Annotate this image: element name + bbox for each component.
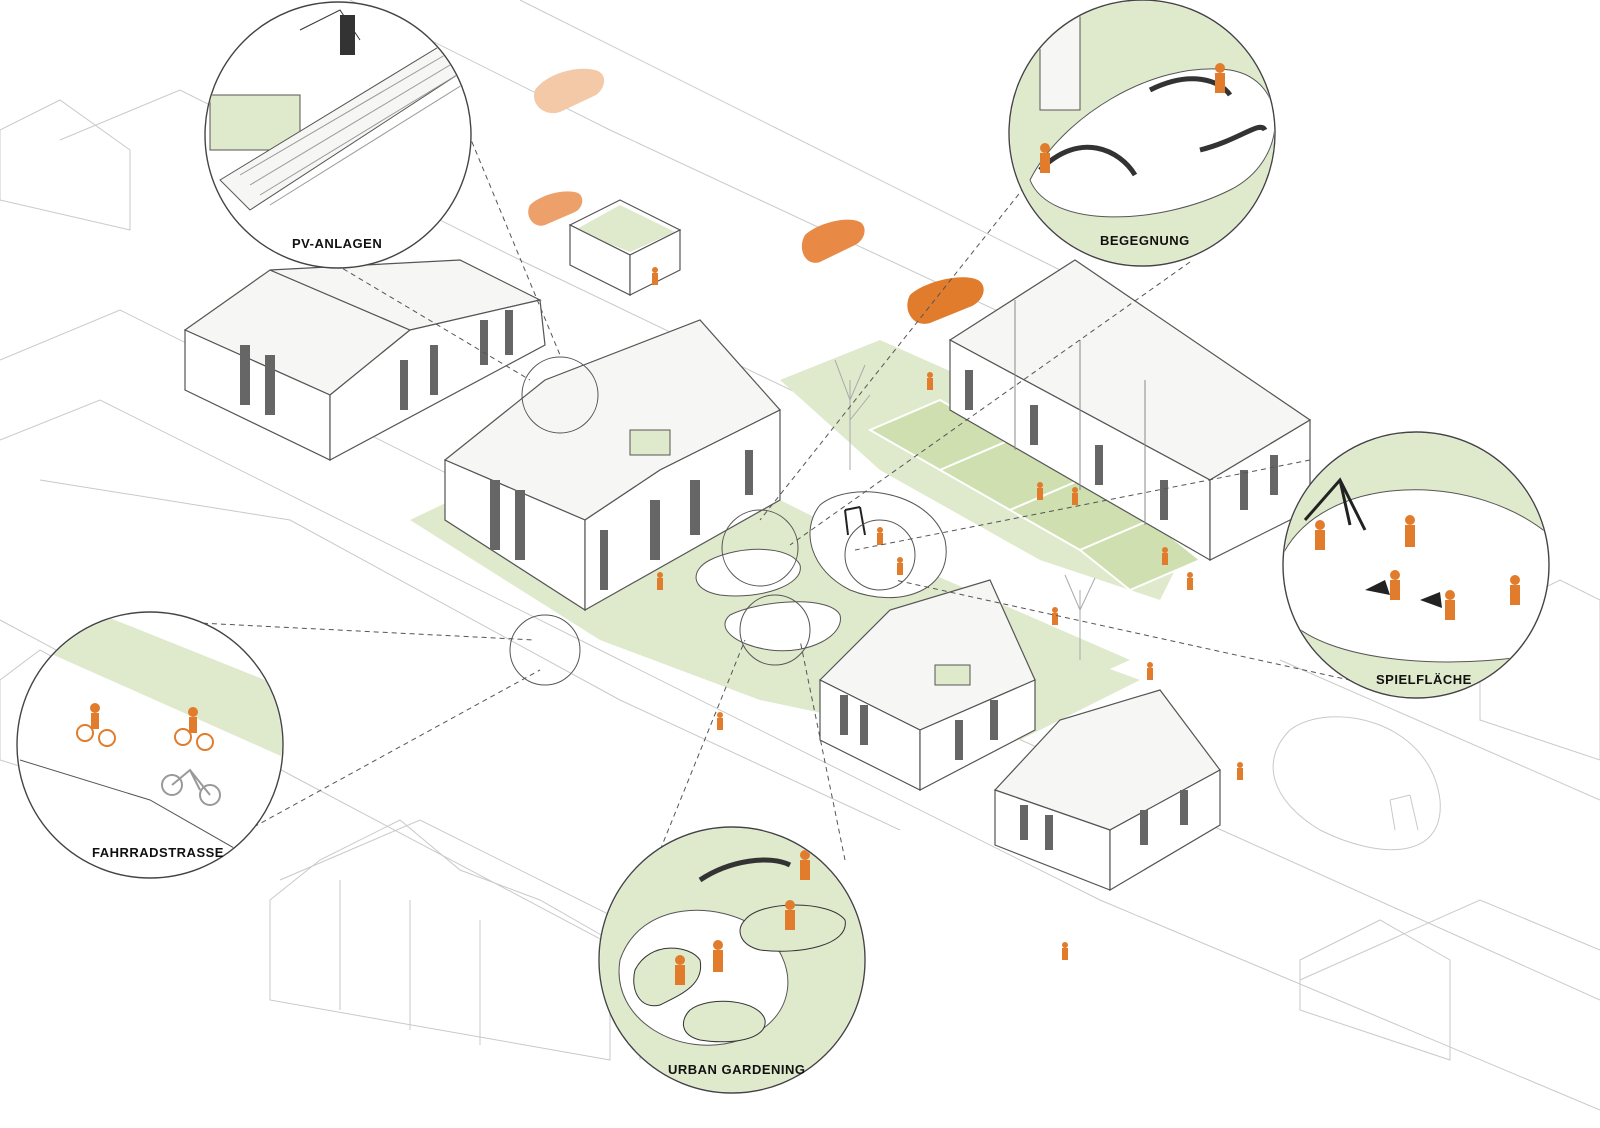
car-icon [907,277,984,324]
callout-begegnung-lens [1008,0,1276,267]
callout-label-pv: PV-ANLAGEN [292,236,383,251]
callout-label-garden: URBAN GARDENING [668,1062,806,1077]
people [652,267,1243,960]
callout-spiel-lens [1282,431,1550,699]
kiosk [568,199,682,296]
callout-garden-lens [598,826,866,1094]
building-center [443,319,781,612]
callout-label-begegnung: BEGEGNUNG [1100,233,1190,248]
car-icon [534,68,605,114]
callout-pv-lens [204,1,472,269]
callout-label-spiel: SPIELFLÄCHE [1376,672,1472,687]
car-icon [528,191,583,226]
building-row-houses [948,259,1312,562]
callout-label-fahrrad: FAHRRADSTRASSE [92,845,224,860]
car-icon [801,219,865,263]
cars [528,68,984,324]
building-back-left [183,259,546,462]
building-front-middle [818,579,1036,791]
callout-fahrrad-lens [16,611,284,879]
building-front-right [993,689,1221,892]
leader-lines [139,124,1396,901]
small-lenses [509,356,916,686]
